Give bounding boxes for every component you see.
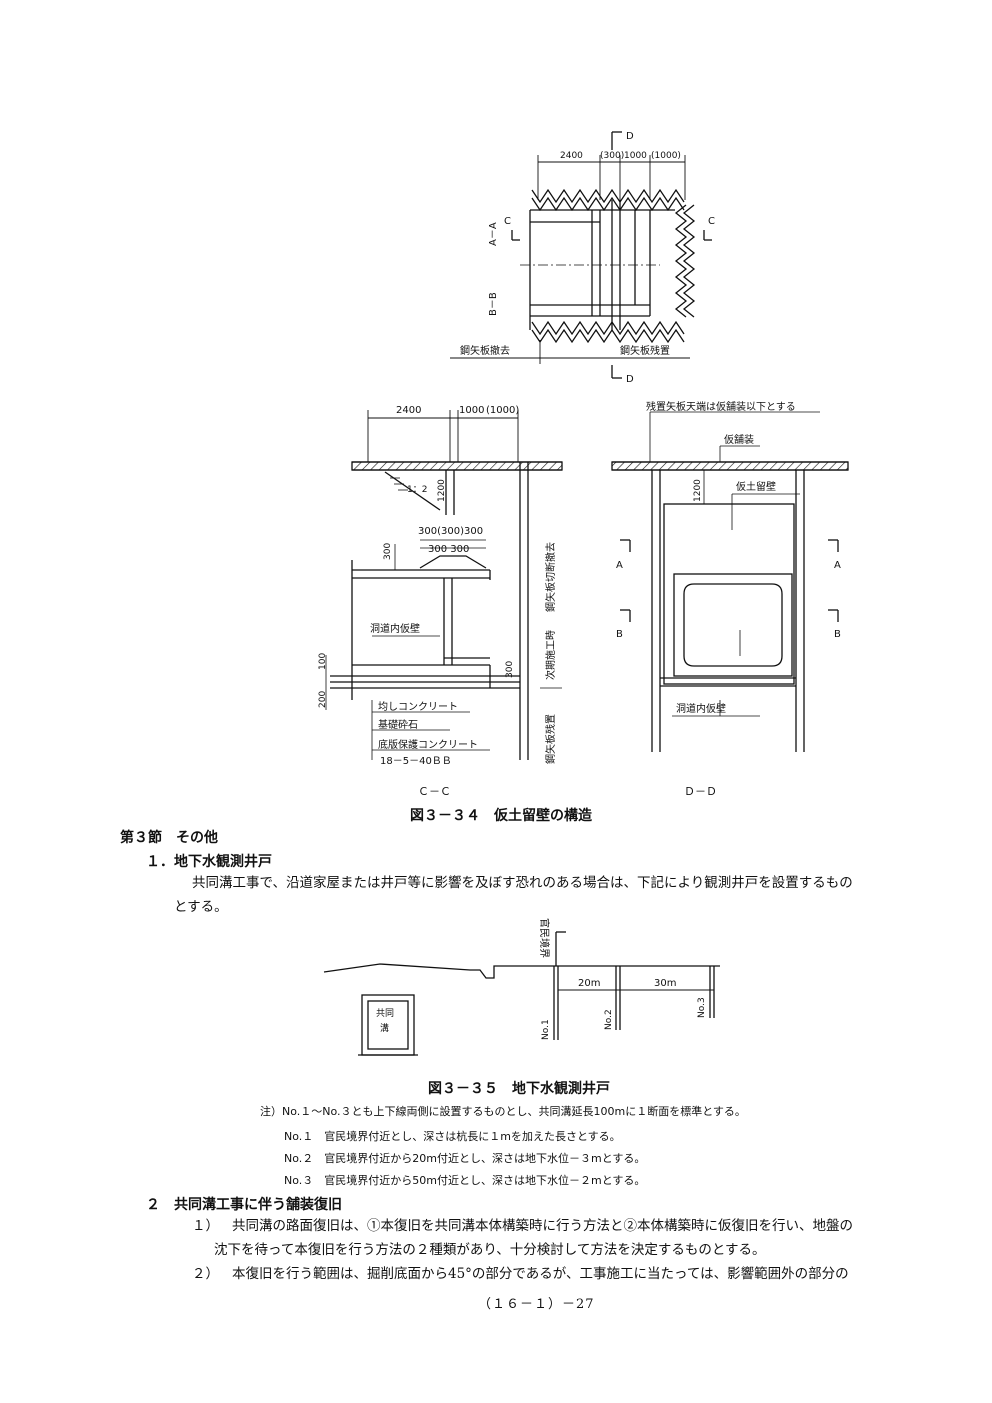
page-number: （１６－１）－27 <box>478 1297 595 1312</box>
figure-35-note-main: 注）No.１～No.３とも上下線両側に設置するものとし、共同溝延長100mに１断… <box>260 1105 746 1118</box>
c-marker-left: C <box>504 216 511 227</box>
section-cc-diagram: 2400 1000 (1000) 1200 1：2 300(300)300 30… <box>318 405 563 798</box>
figure-34-caption: 図３－３４ 仮土留壁の構造 <box>410 808 592 824</box>
c-marker-right: C <box>708 216 715 227</box>
sheet-pile-removal-label: 鋼矢板撤去 <box>460 344 510 357</box>
item-1-line-2: 沈下を待って本復旧を行う方法の２種類があり、十分検討して方法を決定するものとする… <box>214 1242 766 1258</box>
cc-dim-300-bottom: 300 <box>505 661 515 678</box>
groundwater-well-diagram: 官民境界 20m 30m No.1 No.2 No.3 共同 溝 <box>323 918 720 1056</box>
cc-dim-1000: 1000 <box>459 405 484 416</box>
cc-slope-ratio: 1：2 <box>407 485 427 495</box>
d-marker-bottom: D <box>626 374 634 385</box>
item-1-line-1: 共同溝の路面復旧は、①本復旧を共同溝本体構築時に行う方法と②本体構築時に仮復旧を… <box>232 1218 853 1234</box>
distance-30m: 30m <box>654 978 676 989</box>
dd-inner-wall-label: 洞道内仮壁 <box>676 702 726 715</box>
para-1-line-2: とする。 <box>174 899 228 915</box>
section-3-heading: 第３節 その他 <box>120 830 218 846</box>
dd-marker-a-right: A <box>834 560 841 571</box>
boundary-label: 官民境界 <box>538 918 551 958</box>
cc-dim-300-left: 300 <box>383 543 393 560</box>
dd-temp-paving: 仮舗装 <box>724 433 754 446</box>
cc-leveling-concrete: 均しコンクリート <box>378 701 458 713</box>
cc-dim-300-300: 300 300 <box>428 544 469 555</box>
trench-box-label-1: 共同 <box>376 1008 394 1019</box>
cc-next-construction-note: 次期施工時 <box>544 630 557 680</box>
item-2-number: ２） <box>192 1266 219 1282</box>
cc-dim-200: 200 <box>318 691 328 708</box>
section-bb-label: B－B <box>488 292 499 316</box>
trench-box-label-2: 溝 <box>380 1022 389 1034</box>
dim-1000-paren: (1000) <box>651 151 681 161</box>
cc-slab-protection: 底版保護コンクリート <box>378 738 478 751</box>
cc-cut-removal-note: 鋼矢板切断撤去 <box>544 542 557 612</box>
cc-section-label: Ｃ－Ｃ <box>418 785 451 798</box>
cc-concrete-spec: 18－5－40ＢＢ <box>380 756 452 767</box>
figure-35-caption: 図３－３５ 地下水観測井戸 <box>428 1081 610 1097</box>
figure-35-note-1: No.１ 官民境界付近とし、深さは杭長に１mを加えた長さとする。 <box>284 1130 621 1143</box>
well-no1-label: No.1 <box>541 1019 551 1040</box>
dd-dim-1200: 1200 <box>693 479 703 502</box>
plan-view-diagram: D D 2400 (300) 1000 (1000) C C A－A B－B 鋼… <box>450 131 715 385</box>
dd-marker-a-left: A <box>616 560 623 571</box>
cc-inner-wall-label: 洞道内仮壁 <box>370 622 420 635</box>
distance-20m: 20m <box>578 978 600 989</box>
item-1-number: １） <box>192 1218 219 1234</box>
section-dd-diagram: 残置矢板天端は仮舗装以下とする 仮舗装 1200 仮土留壁 A A B B 洞道… <box>611 400 849 798</box>
well-no2-label: No.2 <box>604 1009 614 1030</box>
cc-dim-1000-paren: (1000) <box>486 405 519 416</box>
section-aa-label: A－A <box>488 222 499 246</box>
dim-1000-top: 1000 <box>624 151 647 161</box>
dd-marker-b-right: B <box>834 629 841 640</box>
subsection-1-heading: １．地下水観測井戸 <box>146 854 272 870</box>
dim-2400-top: 2400 <box>560 151 583 161</box>
dd-top-note: 残置矢板天端は仮舗装以下とする <box>646 400 796 413</box>
cc-foundation-gravel: 基礎砕石 <box>378 718 418 731</box>
figure-35-note-2: No.２ 官民境界付近から20m付近とし、深さは地下水位－３mとする。 <box>284 1152 646 1165</box>
cc-dim-300-300-300: 300(300)300 <box>418 526 483 537</box>
cc-dim-1200: 1200 <box>437 479 447 502</box>
cc-dim-2400: 2400 <box>396 405 421 416</box>
dd-temp-retaining-wall: 仮土留壁 <box>736 480 776 493</box>
well-no3-label: No.3 <box>697 997 707 1018</box>
cc-dim-100: 100 <box>318 653 328 670</box>
sheet-pile-remain-label: 鋼矢板残置 <box>620 344 670 357</box>
dim-300-paren: (300) <box>600 151 624 161</box>
para-1-line-1: 共同溝工事で、沿道家屋または井戸等に影響を及ぼす恐れのある場合は、下記により観測… <box>192 875 853 891</box>
item-2-line-1: 本復旧を行う範囲は、掘削底面から45°の部分であるが、工事施工に当たっては、影響… <box>232 1266 849 1282</box>
cc-remain-note: 鋼矢板残置 <box>544 714 557 764</box>
dd-section-label: Ｄ－Ｄ <box>684 785 717 798</box>
dd-marker-b-left: B <box>616 629 623 640</box>
figure-35-note-3: No.３ 官民境界付近から50m付近とし、深さは地下水位－２mとする。 <box>284 1174 646 1187</box>
d-marker-top: D <box>626 131 634 142</box>
subsection-2-heading: ２ 共同溝工事に伴う舗装復旧 <box>146 1197 342 1213</box>
